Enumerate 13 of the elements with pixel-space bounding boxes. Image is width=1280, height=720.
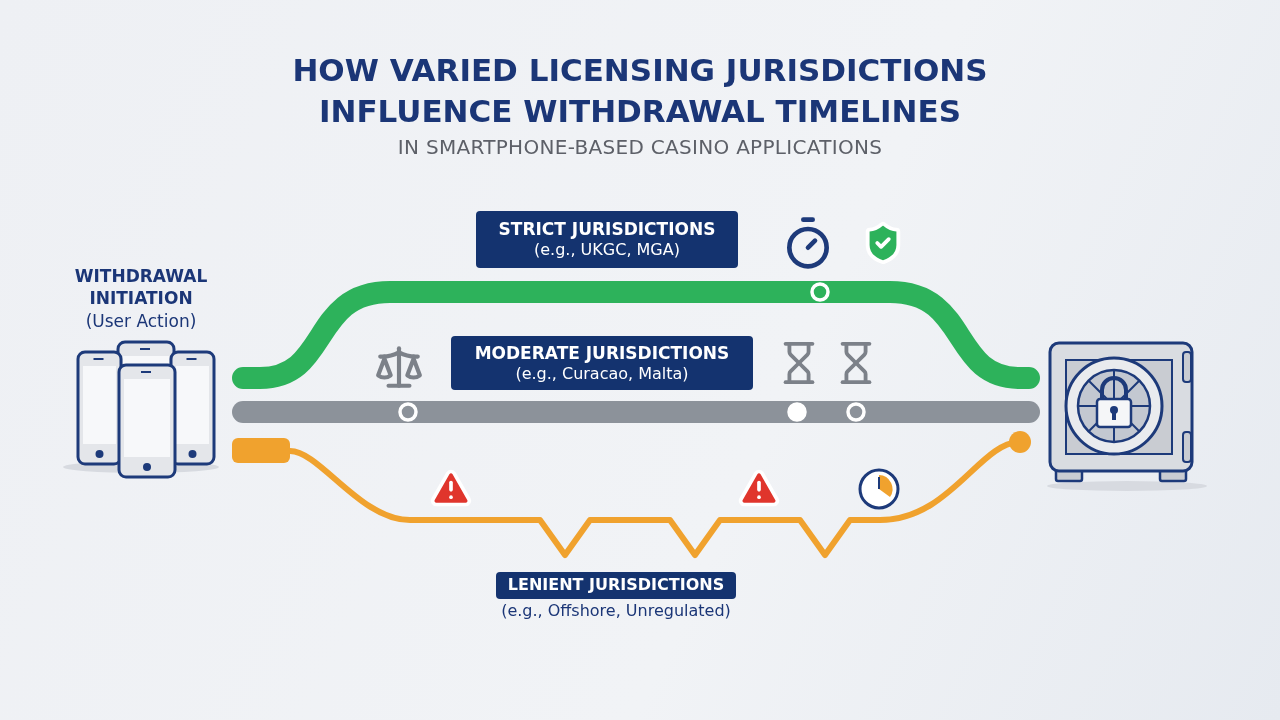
subtitle: IN SMARTPHONE-BASED CASINO APPLICATIONS [396,135,884,159]
jurisdiction-heading: MODERATE JURISDICTIONS [474,341,730,364]
stage-heading: WITHDRAWAL INITIATION [73,265,209,309]
jurisdiction-label [451,336,753,390]
title: HOW VARIED LICENSING JURISDICTIONS INFLUENCE WITHDRAWAL TIMELINES [291,51,989,131]
timeline-route [232,281,1040,389]
jurisdiction-note: (e.g., Offshore, Unregulated) [501,600,731,622]
jurisdiction-note: (e.g., UKGC, MGA) [534,240,680,261]
jurisdiction-heading: LENIENT JURISDICTIONS [495,572,737,599]
stage-note: (User Action) [85,310,197,333]
jurisdiction-note: (e.g., Curacao, Malta) [515,363,689,385]
jurisdiction-label [476,211,738,268]
jurisdiction-heading: STRICT JURISDICTIONS [498,218,716,241]
